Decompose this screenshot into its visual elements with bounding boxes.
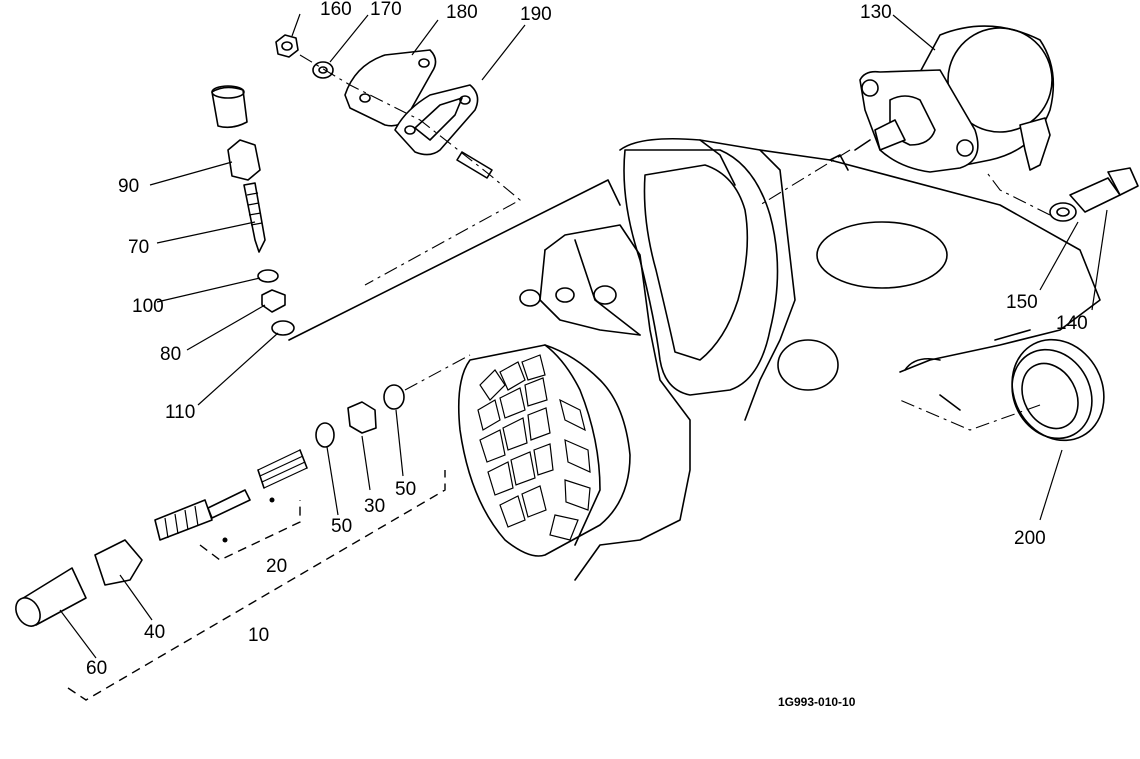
callout-50b: 50 [395,479,416,500]
centerline-shaft [404,354,471,391]
centerline-plates [299,54,521,286]
centerline-150 [984,169,1051,216]
callout-110: 110 [165,402,195,423]
callout-160: 160 [320,0,352,20]
callout-190: 190 [520,4,552,25]
callout-170: 170 [370,0,402,20]
leader-lines [59,13,1108,659]
dot-20a [269,497,275,503]
washer-170 [312,61,334,79]
callout-130: 130 [860,2,892,23]
callout-80: 80 [160,344,181,365]
nut-30 [347,401,377,434]
callout-70: 70 [128,237,149,258]
seal-200 [1011,338,1105,442]
nut-40 [94,539,143,586]
leader-bracket [288,179,621,341]
callout-150: 150 [1006,292,1038,313]
drawing-reference: 1G993-010-10 [778,695,856,709]
callout-100: 100 [132,296,164,317]
washer-110 [271,320,295,336]
screw-70 [243,182,266,253]
washer-100 [257,269,279,283]
callout-10: 10 [248,625,269,646]
bracket-10 [67,470,446,701]
centerline-130 [759,149,851,206]
solenoid-130 [854,25,1055,173]
callout-180: 180 [446,2,478,23]
gear-case-housing [519,137,1101,581]
callout-90: 90 [118,176,139,197]
nut-160 [275,34,299,58]
dot-20b [222,537,228,543]
callout-50a: 50 [331,516,352,537]
centerline-200 [899,399,1041,431]
shaft [154,489,251,541]
stud-bolt [456,151,493,179]
callout-140: 140 [1056,313,1088,334]
callout-60: 60 [86,658,107,679]
callout-30: 30 [364,496,385,517]
plate-180 [344,49,437,127]
nut-80 [261,289,286,313]
callout-20: 20 [266,556,287,577]
washer-50b [383,384,405,410]
washer-150 [1049,202,1077,222]
gasket-190 [394,84,479,156]
sleeve-60 [15,567,87,627]
bolt-140 [1069,167,1139,213]
callout-40: 40 [144,622,165,643]
callout-200: 200 [1014,528,1046,549]
nut-90 [227,139,261,181]
bracket-20 [199,500,301,561]
washer-50a [315,422,335,448]
spring-20 [257,449,308,489]
cap-90 [211,85,248,129]
grille-cover [457,344,631,557]
